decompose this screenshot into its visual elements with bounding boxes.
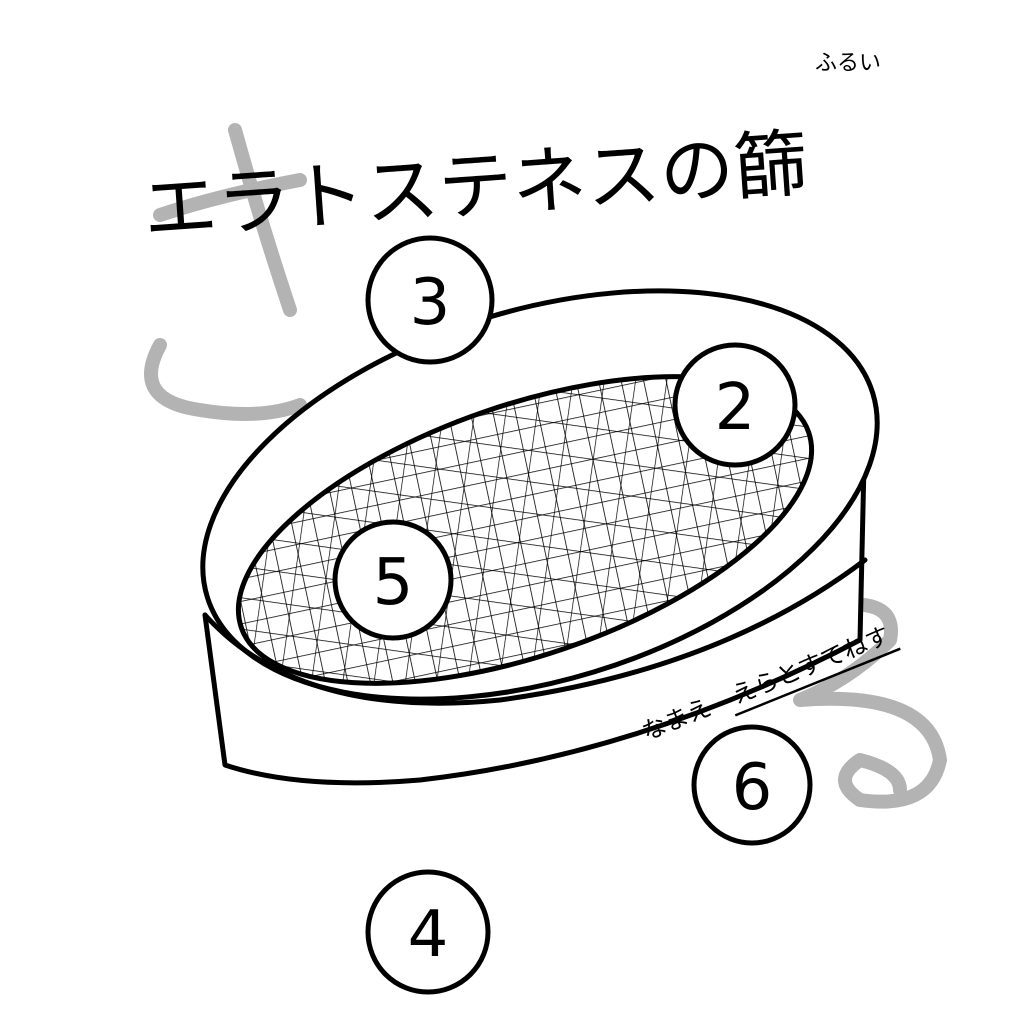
- ball-5: 5: [332, 519, 454, 641]
- ball-number: 4: [408, 898, 449, 972]
- ball-number: 2: [715, 371, 756, 445]
- watermark-ru-stroke: [793, 597, 947, 809]
- ball-4: 4: [365, 869, 491, 995]
- ball-6: 6: [691, 724, 813, 846]
- ball-3: 3: [365, 235, 495, 365]
- title-ruby: ふるい: [815, 51, 881, 76]
- watermark-sa-stroke: [144, 123, 307, 421]
- ball-number: 3: [410, 266, 451, 340]
- ball-number: 5: [373, 546, 414, 620]
- ball-2: 2: [672, 342, 798, 468]
- name-underline: [734, 647, 901, 717]
- ball-number: 6: [732, 751, 773, 825]
